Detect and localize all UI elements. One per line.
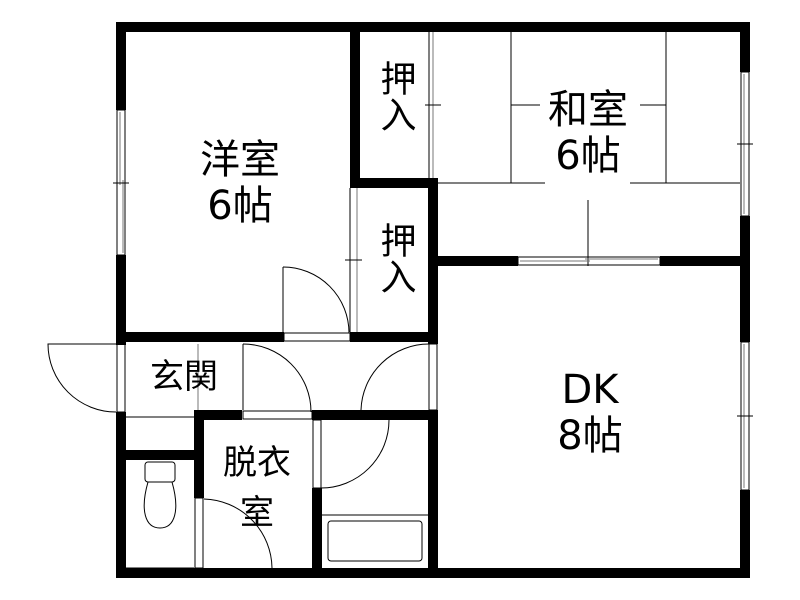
room-label-western: 洋室 6帖	[170, 140, 310, 226]
western-room-size: 6帖	[207, 183, 273, 229]
dk-size: 8帖	[557, 413, 623, 459]
room-label-dk: DK 8帖	[520, 370, 660, 456]
room-label-entrance: 玄関	[132, 360, 236, 394]
western-room-name: 洋室	[200, 137, 280, 183]
entrance-name: 玄関	[150, 357, 218, 397]
room-label-closet-upper: 押入	[372, 60, 417, 132]
closet-lower-name: 押入	[374, 222, 416, 294]
walls	[116, 22, 750, 578]
closet-upper-name: 押入	[374, 60, 416, 132]
thin-lines	[47, 32, 753, 569]
room-label-dressing: 脱衣室	[206, 438, 308, 538]
japanese-room-size: 6帖	[555, 133, 621, 179]
dk-name: DK	[561, 367, 619, 413]
japanese-room-name: 和室	[548, 87, 628, 133]
room-label-closet-lower: 押入	[372, 222, 417, 294]
room-label-japanese: 和室 6帖	[518, 90, 658, 176]
dressing-room-name: 脱衣室	[223, 443, 291, 533]
